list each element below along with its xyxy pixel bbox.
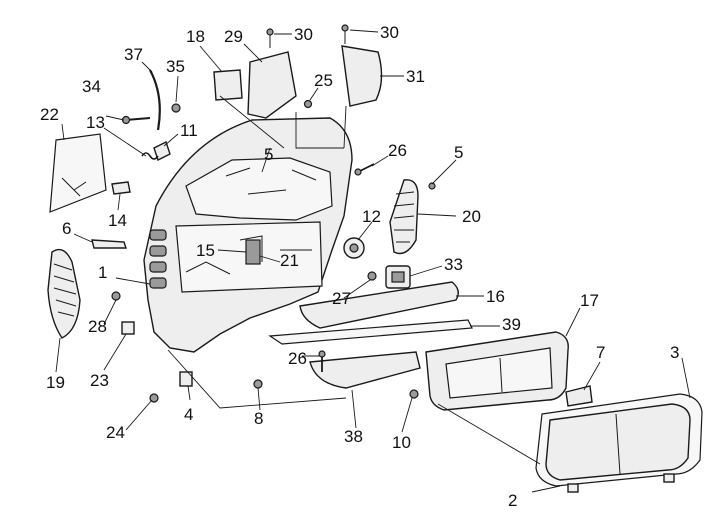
label-30-right: 30 bbox=[380, 23, 399, 42]
label-18: 18 bbox=[186, 27, 205, 46]
part-11-fitting bbox=[153, 141, 171, 161]
label-38: 38 bbox=[344, 427, 363, 446]
part-33-socket-face bbox=[391, 271, 405, 283]
part-37-rod bbox=[149, 69, 161, 131]
label-31: 31 bbox=[406, 67, 425, 86]
part-16-trim-strip bbox=[299, 281, 459, 329]
part-29-top-cover bbox=[247, 51, 297, 119]
label-8: 8 bbox=[254, 409, 263, 428]
part-30-screw-a bbox=[266, 28, 274, 48]
label-23: 23 bbox=[90, 371, 109, 390]
part-28-screw bbox=[111, 291, 121, 301]
label-30-left: 30 bbox=[294, 25, 313, 44]
label-24: 24 bbox=[106, 423, 125, 442]
part-1-vents bbox=[149, 229, 167, 289]
part-2-tabs bbox=[567, 473, 675, 493]
part-1-lower-detail bbox=[185, 235, 312, 275]
part-38-lower-strip bbox=[309, 351, 421, 389]
part-13-spring bbox=[141, 152, 159, 160]
part-17-divider bbox=[499, 357, 503, 393]
part-30-screw-b bbox=[341, 24, 349, 44]
part-31-side-cover bbox=[341, 45, 383, 107]
label-15: 15 bbox=[196, 241, 215, 260]
part-18-bracket bbox=[213, 69, 243, 101]
label-20: 20 bbox=[462, 207, 481, 226]
part-26-screw-b bbox=[318, 350, 326, 372]
part-17-window bbox=[445, 347, 553, 399]
label-13: 13 bbox=[86, 113, 105, 132]
label-25: 25 bbox=[314, 71, 333, 90]
callout-labels: 1 2 3 4 5 5 6 7 8 10 11 12 13 14 15 16 1… bbox=[40, 23, 679, 510]
label-3: 3 bbox=[670, 343, 679, 362]
label-37: 37 bbox=[124, 45, 143, 64]
label-17: 17 bbox=[580, 291, 599, 310]
label-26-upper: 26 bbox=[388, 141, 407, 160]
part-27-nut bbox=[367, 271, 377, 281]
part-21-bracket bbox=[245, 239, 261, 265]
label-1: 1 bbox=[98, 263, 107, 282]
part-23-clip bbox=[121, 321, 135, 335]
label-6: 6 bbox=[62, 219, 71, 238]
part-14-clip bbox=[111, 181, 131, 195]
label-2: 2 bbox=[508, 491, 517, 510]
label-11: 11 bbox=[180, 121, 198, 140]
label-14: 14 bbox=[108, 211, 127, 230]
label-4: 4 bbox=[184, 405, 193, 424]
part-4-clip bbox=[179, 371, 193, 387]
label-27: 27 bbox=[332, 289, 351, 308]
label-34: 34 bbox=[82, 77, 101, 96]
label-33: 33 bbox=[444, 255, 463, 274]
label-26-lower: 26 bbox=[288, 349, 307, 368]
label-12: 12 bbox=[362, 207, 381, 226]
label-39: 39 bbox=[502, 315, 521, 334]
label-5-right: 5 bbox=[454, 143, 463, 162]
part-2-divider bbox=[615, 413, 621, 475]
label-5-center: 5 bbox=[264, 145, 273, 164]
part-5-screw-b bbox=[428, 182, 436, 190]
part-12-switch-center bbox=[349, 243, 359, 253]
part-22-panel bbox=[49, 133, 107, 213]
part-1-upper-compartment bbox=[185, 157, 333, 221]
label-29: 29 bbox=[224, 27, 243, 46]
label-28: 28 bbox=[88, 317, 107, 336]
label-7: 7 bbox=[596, 343, 605, 362]
part-1-upper-detail bbox=[225, 167, 317, 195]
part-6-clip bbox=[91, 239, 127, 249]
part-10-screw bbox=[409, 389, 419, 399]
part-19-ribs bbox=[53, 263, 77, 317]
part-7-bracket bbox=[565, 385, 593, 407]
part-22-detail bbox=[61, 177, 87, 197]
label-21: 21 bbox=[280, 251, 299, 270]
part-39-seal bbox=[268, 319, 473, 345]
part-20-ribs bbox=[393, 191, 415, 243]
label-10: 10 bbox=[392, 433, 411, 452]
part-34-bolt bbox=[121, 115, 151, 125]
part-8-screw bbox=[253, 379, 263, 389]
part-25-screw bbox=[303, 99, 313, 109]
label-35: 35 bbox=[166, 57, 185, 76]
part-35-nut bbox=[171, 103, 181, 113]
leader-lines bbox=[55, 29, 691, 493]
label-22: 22 bbox=[40, 105, 59, 124]
label-16: 16 bbox=[486, 287, 505, 306]
part-26-screw-a bbox=[354, 163, 375, 176]
label-19: 19 bbox=[46, 373, 65, 392]
